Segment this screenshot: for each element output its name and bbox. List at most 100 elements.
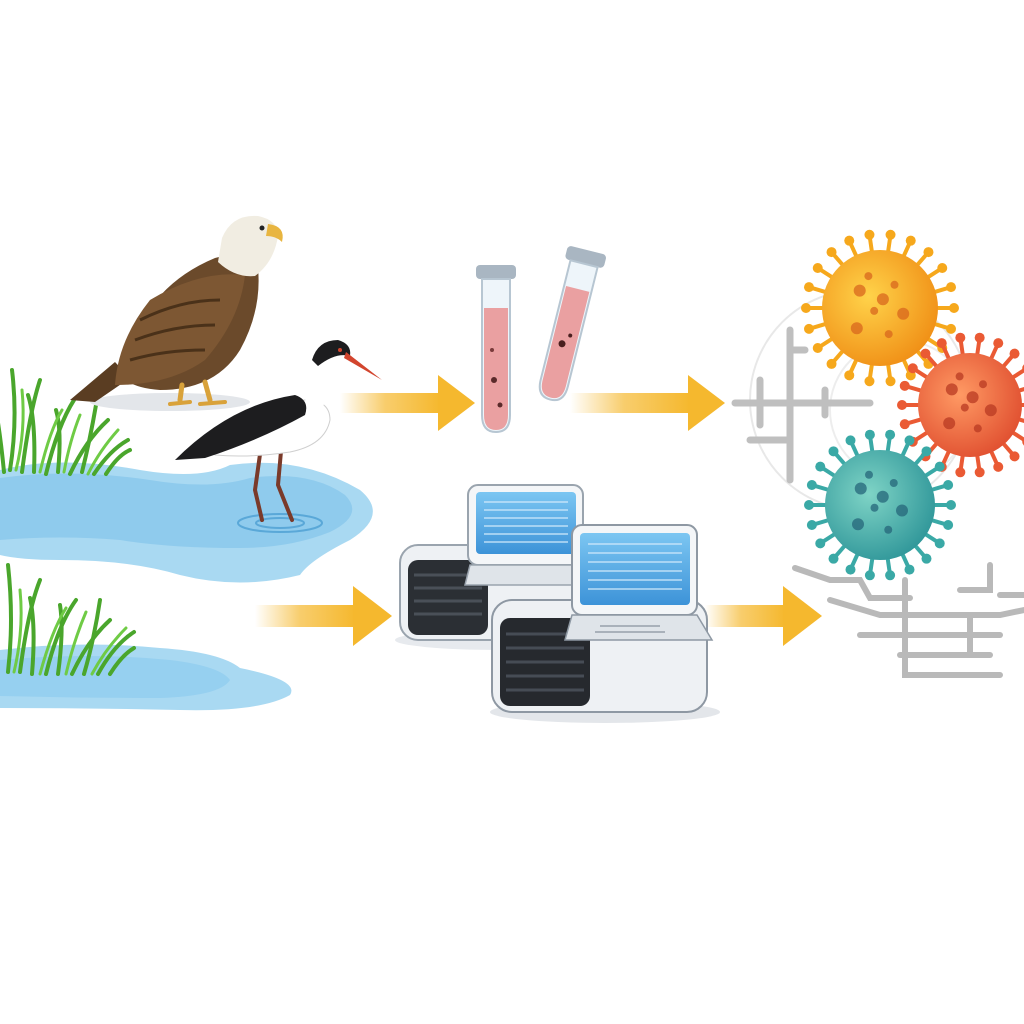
virus-spike-tip <box>844 370 855 381</box>
virus-spike-tip <box>864 429 875 440</box>
virus-spot <box>966 391 979 404</box>
virus-spot <box>897 307 910 320</box>
virus-spike-tip <box>885 376 896 387</box>
virus-spike-tip <box>904 564 915 575</box>
virus-spot <box>890 280 899 289</box>
virus-spike-tip <box>974 467 985 478</box>
grass-icon <box>6 563 136 676</box>
virus-spike-tip <box>897 400 907 410</box>
virus-spot <box>852 518 864 531</box>
virus-spot <box>973 424 982 433</box>
virus-spike-tip <box>974 332 985 343</box>
virus-spike-tip <box>828 446 839 457</box>
virus-spike-tip <box>826 247 837 258</box>
virus-spot <box>853 284 866 297</box>
virus-spike-tip <box>826 358 837 369</box>
flow-arrow <box>340 375 475 431</box>
virus-spike-tip <box>943 479 954 490</box>
virus-spike-tip <box>946 500 956 510</box>
virus-spike-tip <box>993 461 1004 472</box>
grass-icon <box>12 588 128 676</box>
virus-spot <box>984 404 997 417</box>
virus-spike-tip <box>864 229 875 240</box>
virus-spike-tip <box>905 235 916 246</box>
eagle-icon <box>70 215 283 411</box>
virus-spike-tip <box>899 419 910 430</box>
virus-spot <box>864 272 873 281</box>
virus-spike-tip <box>1009 348 1020 359</box>
virus-spot <box>945 383 958 396</box>
wetland-habitat <box>0 462 373 711</box>
virus-spike-tip <box>921 553 932 564</box>
virus-spike-tip <box>812 262 823 273</box>
virus-body <box>822 250 938 366</box>
virus-spike-tip <box>885 429 896 440</box>
virus-body <box>825 450 935 560</box>
virus-spike-tip <box>815 461 826 472</box>
virus-spot <box>960 403 969 412</box>
water-ripple-icon <box>237 513 323 533</box>
virus-icon <box>804 429 956 581</box>
virus-spike-tip <box>806 520 817 531</box>
water-pool-icon <box>0 473 353 548</box>
virus-spike-tip <box>943 520 954 531</box>
virus-spot <box>979 380 987 389</box>
virus-spike-tip <box>955 332 966 343</box>
virus-spot <box>889 479 898 487</box>
grass-icon <box>14 388 120 476</box>
flow-arrow <box>705 586 822 646</box>
water-ripple-icon <box>255 517 305 529</box>
virus-spike-tip <box>899 380 910 391</box>
virus-spot <box>876 490 889 503</box>
virus-spike-tip <box>936 338 947 349</box>
virus-spot <box>896 504 908 517</box>
flow-arrow <box>570 375 725 431</box>
virus-spike-tip <box>1009 451 1020 462</box>
virus-spot <box>943 417 956 430</box>
virus-spike-tip <box>885 570 896 581</box>
virus-icon <box>897 332 1024 478</box>
virus-spike-tip <box>804 500 814 510</box>
virus-spike-tip <box>946 282 957 293</box>
test-tube-icon <box>538 246 606 402</box>
virus-spike-tip <box>937 262 948 273</box>
virus-spike-tip <box>828 553 839 564</box>
virus-spike-tip <box>934 461 945 472</box>
virus-spike-tip <box>921 446 932 457</box>
virus-spike-tip <box>806 479 817 490</box>
virus-spike-tip <box>949 303 959 313</box>
virus-spike-tip <box>803 323 814 334</box>
virus-spike-tip <box>864 570 875 581</box>
virus-spot <box>854 482 867 495</box>
virus-spike-tip <box>920 348 931 359</box>
virus-spot <box>884 330 893 339</box>
virus-spike-tip <box>864 376 875 387</box>
grass-icon <box>0 368 132 476</box>
virus-spot <box>884 525 893 534</box>
virus-spike-tip <box>815 538 826 549</box>
virus-spike-tip <box>993 338 1004 349</box>
virus-group <box>801 229 1024 581</box>
virus-spike-tip <box>907 363 918 374</box>
sequencer-machine-icon <box>395 484 720 723</box>
virus-spike-tip <box>845 564 856 575</box>
virus-spike-tip <box>845 435 856 446</box>
virus-spot <box>865 470 873 479</box>
virus-icon <box>801 229 959 387</box>
virus-spike-tip <box>801 303 811 313</box>
virus-spike-tip <box>844 235 855 246</box>
virus-spike-tip <box>812 343 823 354</box>
test-tube-icon <box>476 265 516 434</box>
virus-spike-tip <box>955 467 966 478</box>
virus-spike-tip <box>934 538 945 549</box>
virus-spot <box>876 293 889 306</box>
virus-body <box>918 353 1022 457</box>
virus-spike-tip <box>803 282 814 293</box>
virus-spike-tip <box>923 247 934 258</box>
stilt-bird-icon <box>175 340 382 522</box>
virus-spike-tip <box>946 323 957 334</box>
virus-spot <box>870 306 879 315</box>
flow-arrow <box>255 586 392 646</box>
virus-spot <box>955 372 964 381</box>
